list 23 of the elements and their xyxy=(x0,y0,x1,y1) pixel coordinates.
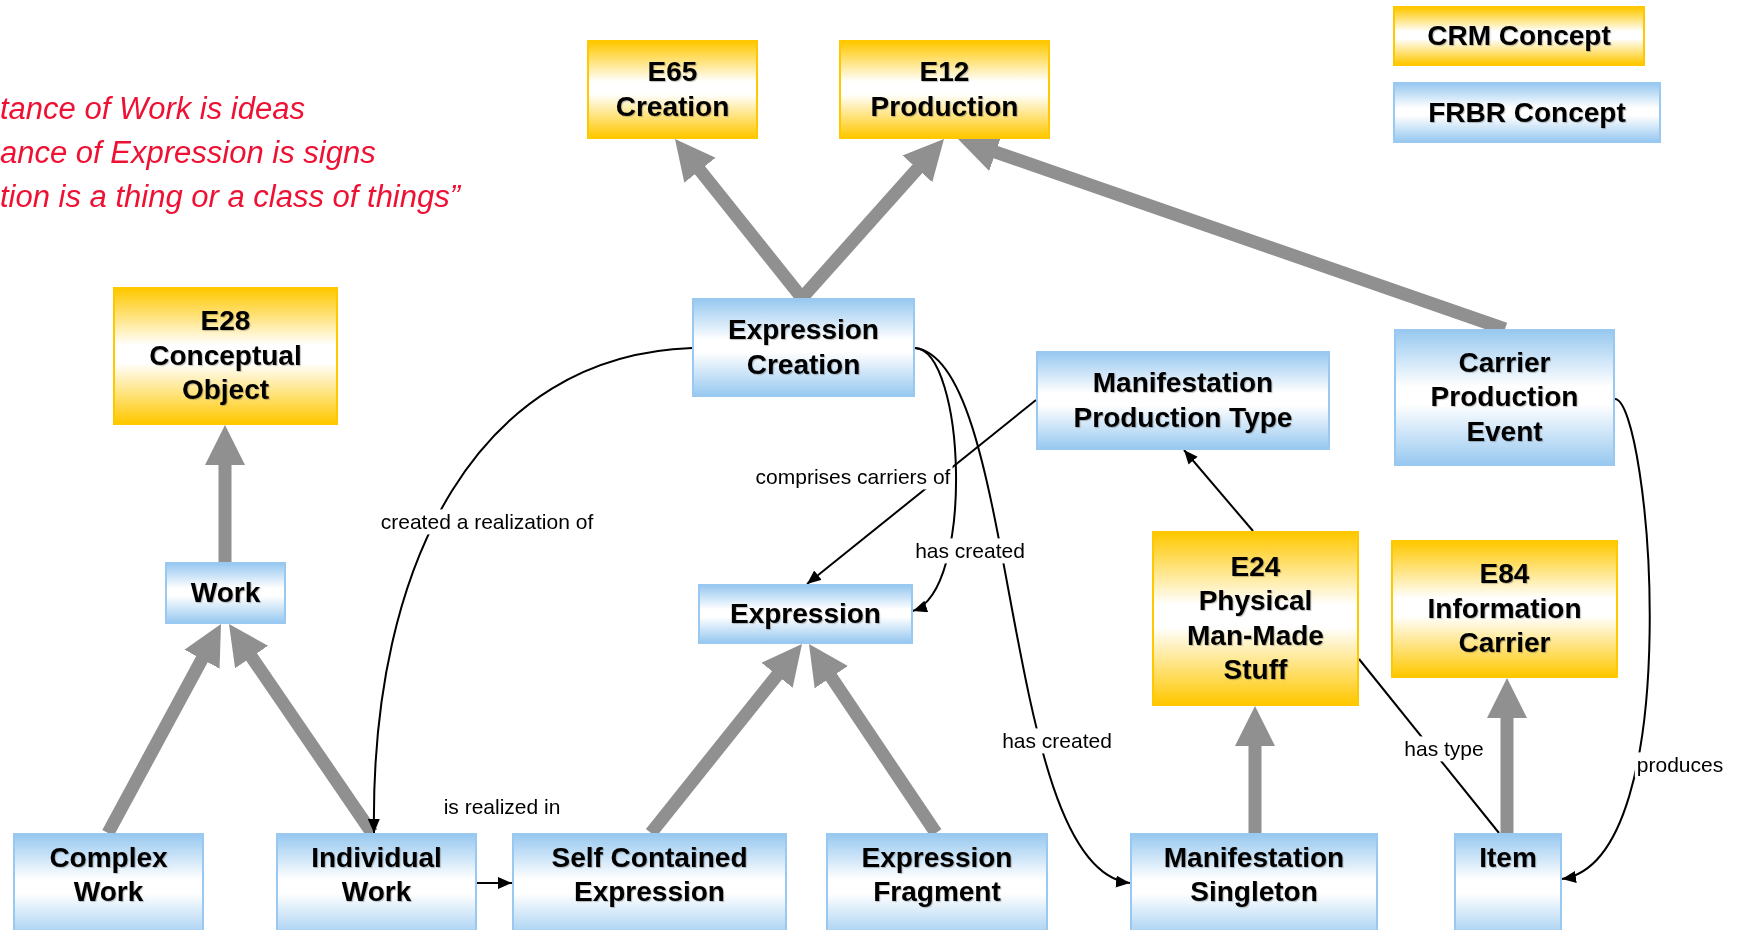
crm-concept-box: E28 Conceptual Object xyxy=(113,287,338,425)
edge-label: has type xyxy=(1402,736,1486,762)
legend-swatch: CRM Concept xyxy=(1393,6,1645,66)
frbr-concept-box: Individual Work xyxy=(276,833,477,930)
frbr-concept-box: Work xyxy=(165,562,286,624)
legend-swatch: FRBR Concept xyxy=(1393,82,1661,143)
crm-concept-box: E84 Information Carrier xyxy=(1391,540,1618,678)
edge-label: created a realization of xyxy=(378,509,596,535)
edge-label: comprises carriers of xyxy=(753,464,953,490)
crm-concept-box: E65 Creation xyxy=(587,40,758,139)
frbr-concept-box: Complex Work xyxy=(13,833,204,930)
frbr-concept-box: Expression Creation xyxy=(692,298,915,397)
frbr-concept-box: Expression xyxy=(698,584,913,644)
note-text: tion is a thing or a class of things” xyxy=(0,178,461,216)
edge-label: produces xyxy=(1634,752,1726,778)
frbr-concept-box: Carrier Production Event xyxy=(1394,329,1615,466)
note-text: tance of Work is ideas xyxy=(0,90,305,128)
frbr-concept-box: Self Contained Expression xyxy=(512,833,787,930)
crm-concept-box: E12 Production xyxy=(839,40,1050,139)
note-text: ance of Expression is signs xyxy=(0,134,376,172)
crm-concept-box: E24 Physical Man-Made Stuff xyxy=(1152,531,1359,706)
frbr-concept-box: Manifestation Singleton xyxy=(1130,833,1378,930)
frbr-concept-box: Item xyxy=(1454,833,1562,930)
